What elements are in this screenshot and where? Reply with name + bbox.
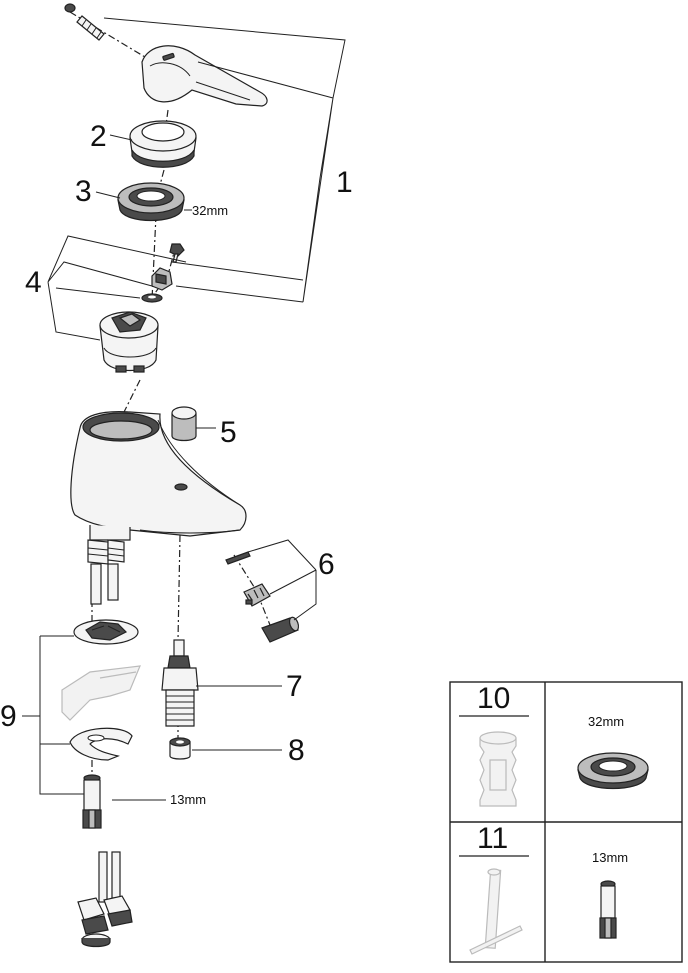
hole-plug [171, 406, 197, 442]
supply-hose-stubs [90, 563, 119, 605]
leader-bracket-4 [47, 235, 187, 341]
callout-9: 9 [0, 700, 17, 733]
accessory-10-size: 32mm [588, 714, 624, 729]
leader-3 [95, 191, 192, 211]
grub-screw [64, 3, 105, 41]
threaded-rod-icon [599, 880, 617, 939]
body-connector-threads [87, 539, 125, 565]
callout-7: 7 [286, 670, 303, 703]
callout-5: 5 [220, 416, 237, 449]
lever-screw [169, 243, 185, 263]
hose-nut-size-label: 13mm [170, 792, 206, 807]
mixer-cartridge [99, 311, 159, 373]
accessory-10-number: 10 [477, 682, 510, 715]
callout-1: 1 [336, 166, 353, 199]
fixing-nut [169, 737, 191, 760]
flexible-hoses [77, 851, 133, 948]
accessory-11-number: 11 [477, 822, 508, 855]
hose-wrench-icon [469, 868, 523, 955]
adapter-piece [151, 267, 173, 291]
cartridge-tool-icon [479, 731, 517, 807]
callout-4: 4 [25, 266, 42, 299]
nut-size-label: 32mm [192, 203, 228, 218]
accessory-11-size: 13mm [592, 850, 628, 865]
aerator-housing [261, 616, 300, 643]
assembly-axis-main [69, 11, 169, 421]
accessory-table [449, 681, 683, 963]
callout-6: 6 [318, 548, 335, 581]
leader-bracket-9 [22, 635, 84, 795]
cartridge-nut [117, 182, 185, 221]
support-bracket-ghost [61, 665, 141, 721]
threaded-rod [82, 774, 102, 829]
horseshoe-washer [69, 727, 133, 761]
aerator-seal [225, 551, 251, 565]
leader-bracket-6 [247, 539, 317, 621]
mounting-stud [161, 639, 199, 727]
aerator-insert [243, 583, 271, 607]
callout-8: 8 [288, 734, 305, 767]
washer [141, 293, 163, 303]
nut-icon [577, 752, 649, 790]
faucet-body [70, 411, 247, 541]
leader-bracket-1 [103, 17, 346, 303]
cover-cap [129, 120, 197, 168]
lever-handle [141, 45, 268, 107]
callout-3: 3 [75, 175, 92, 208]
leader-2 [109, 134, 133, 141]
callout-2: 2 [90, 120, 107, 153]
fixing-ring [73, 619, 139, 645]
